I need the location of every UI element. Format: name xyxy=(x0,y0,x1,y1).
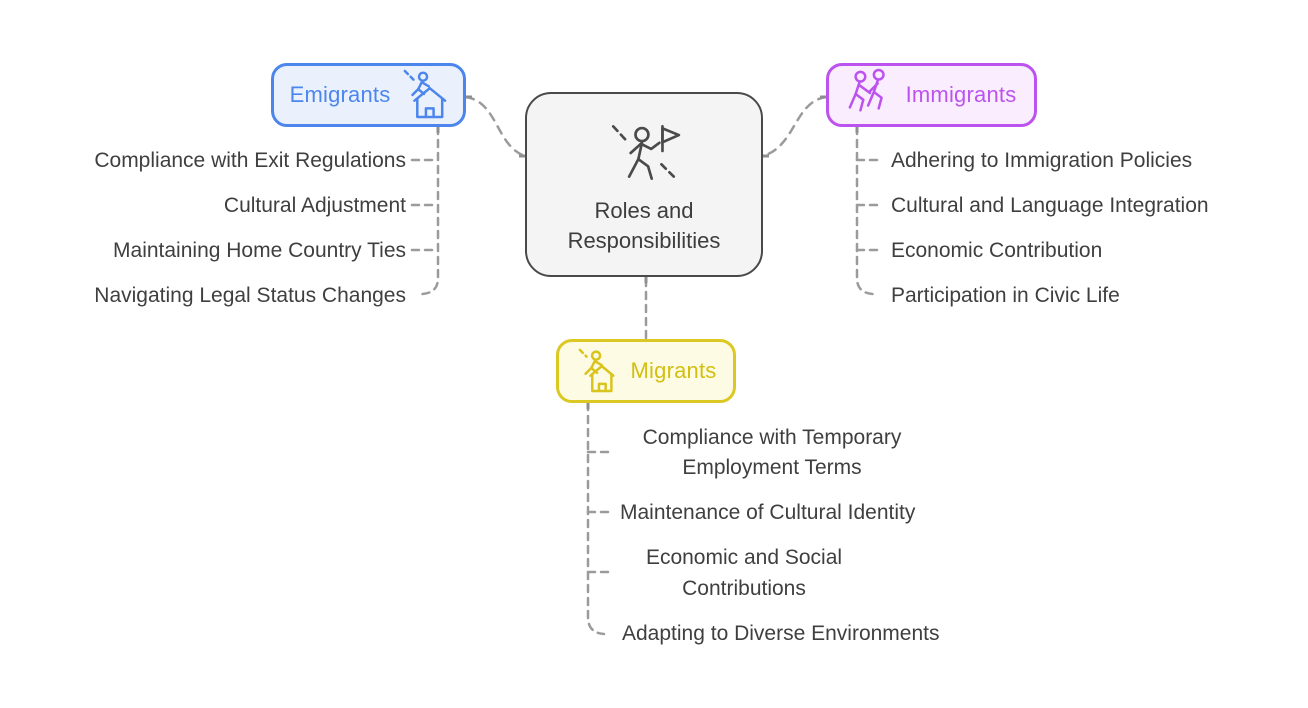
branch-item: Compliance with Exit Regulations xyxy=(94,149,406,172)
center-node-label: Roles and Responsibilities xyxy=(568,196,721,256)
center-label-line2: Responsibilities xyxy=(567,228,721,253)
branch-node-migrants: Migrants xyxy=(556,339,736,403)
center-label-line1: Roles and xyxy=(594,198,694,223)
branch-node-emigrants: Emigrants xyxy=(271,63,466,127)
branch-item: Navigating Legal Status Changes xyxy=(94,284,406,307)
person-migrating-icon xyxy=(576,345,620,398)
immigrants-label: Immigrants xyxy=(905,82,1017,107)
connector-immigrants-center xyxy=(761,95,828,158)
branch-item: Compliance with Temporary Employment Ter… xyxy=(642,426,902,479)
branch-item: Cultural Adjustment xyxy=(223,194,406,217)
branch-item: Cultural and Language Integration xyxy=(891,194,1209,217)
branch-item: Adapting to Diverse Environments xyxy=(622,622,940,645)
emigrants-label: Emigrants xyxy=(289,82,391,107)
branch-item: Adhering to Immigration Policies xyxy=(891,149,1193,172)
person-leaving-home-icon xyxy=(401,67,447,124)
family-walking-icon xyxy=(847,67,895,124)
branch-item: Economic Contribution xyxy=(891,239,1103,262)
branch-item: Maintaining Home Country Ties xyxy=(113,239,406,262)
center-node: Roles and Responsibilities xyxy=(525,92,763,277)
branch-item: Economic and Social Contributions xyxy=(645,546,843,600)
connector-emigrants-center xyxy=(464,95,527,158)
emigrants-trunk xyxy=(420,125,440,296)
person-with-flag-icon xyxy=(604,119,684,190)
migrants-trunk xyxy=(586,401,606,636)
branch-item: Maintenance of Cultural Identity xyxy=(620,501,916,524)
branch-node-immigrants: Immigrants xyxy=(826,63,1037,127)
branch-item: Participation in Civic Life xyxy=(891,284,1120,307)
migrants-label: Migrants xyxy=(630,358,717,383)
immigrants-trunk xyxy=(855,125,875,296)
